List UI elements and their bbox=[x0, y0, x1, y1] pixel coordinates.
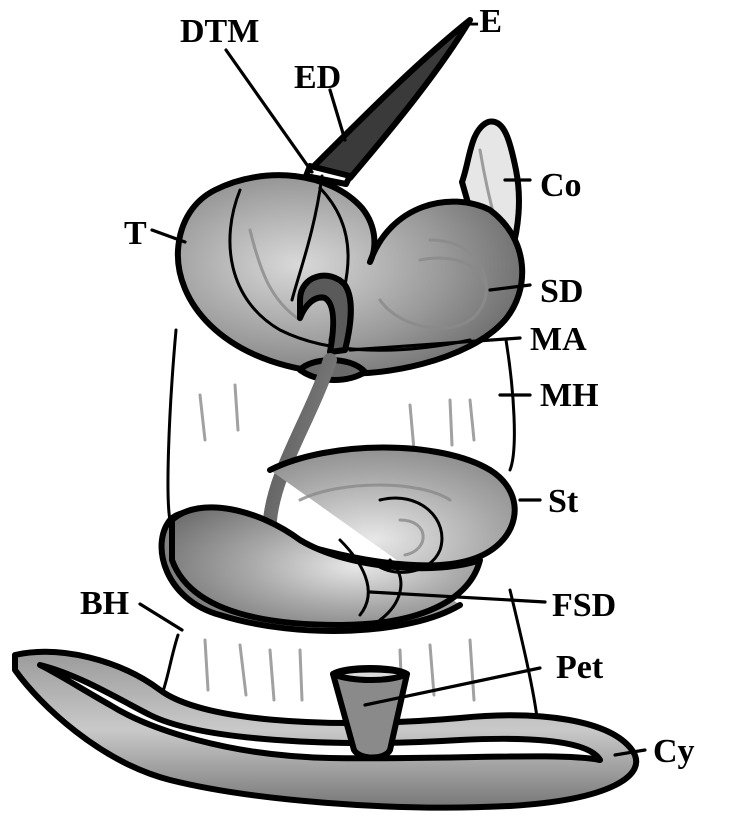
lower-coil bbox=[162, 448, 515, 632]
cyathium bbox=[15, 652, 636, 808]
label-co: Co bbox=[540, 167, 582, 204]
label-t: T bbox=[124, 215, 147, 252]
base-right-wall bbox=[510, 590, 538, 725]
label-ma: MA bbox=[530, 321, 587, 358]
label-fsd: FSD bbox=[552, 587, 616, 624]
column-right-wall bbox=[506, 340, 514, 470]
label-bh: BH bbox=[80, 585, 129, 622]
label-ed: ED bbox=[294, 59, 341, 96]
column-left-wall bbox=[168, 330, 176, 520]
label-st: St bbox=[548, 483, 579, 520]
label-e: -E bbox=[468, 3, 502, 40]
label-sd: SD bbox=[540, 273, 583, 310]
top-coil-outer bbox=[178, 175, 522, 374]
top-coil bbox=[178, 175, 522, 374]
label-pet: Pet bbox=[556, 649, 604, 686]
label-mh: MH bbox=[540, 377, 599, 414]
label-dtm: DTM bbox=[180, 13, 259, 50]
label-cy: Cy bbox=[653, 733, 695, 770]
